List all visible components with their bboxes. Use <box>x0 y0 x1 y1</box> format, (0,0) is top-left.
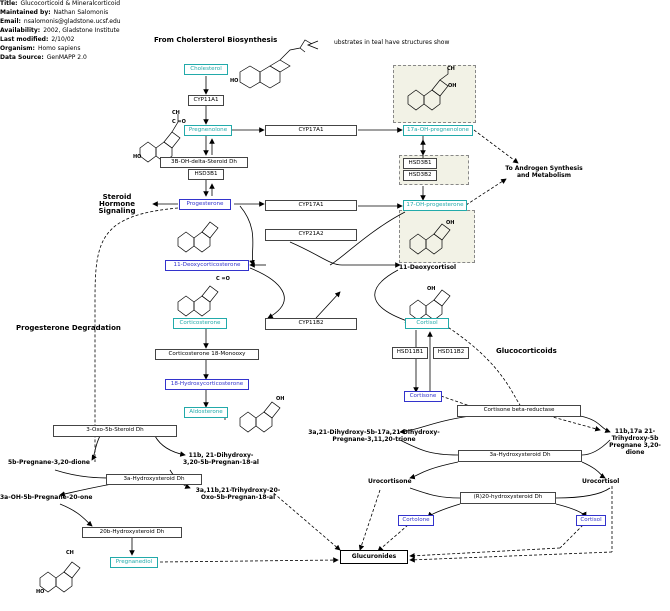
node-cyp17a1-top[interactable]: CYP17A1 <box>265 125 357 136</box>
hydroxypregnanone-label: 3a-OH-5b-Pregnane-20-one <box>0 494 93 501</box>
structure-panel-17a-oh-pregnenolone <box>393 65 476 123</box>
node-hsd3b1-right[interactable]: HSD3B1 <box>403 158 437 169</box>
androgen-label: To Androgen Synthesis and Metabolism <box>505 165 583 179</box>
node-11-deoxycorticosterone[interactable]: 11-Deoxycorticosterone <box>165 260 249 271</box>
cortisone-reduction-label: 3a,21-Dihydroxy-5b-17a,21-Dihydroxy-Preg… <box>308 429 440 443</box>
node-cortisone[interactable]: Cortisone <box>404 391 442 402</box>
struct-ch-2: CH <box>447 66 455 72</box>
struct-oh-2: OH <box>446 220 455 226</box>
node-pregnenolone[interactable]: Pregnenolone <box>184 125 232 136</box>
node-corticosterone[interactable]: Corticosterone <box>173 318 227 329</box>
node-progesterone[interactable]: Progesterone <box>179 199 231 210</box>
chevron-left-icon <box>306 40 320 50</box>
urocortisol-label: Urocortisol <box>582 478 620 485</box>
node-cortisol[interactable]: Cortisol <box>405 318 449 329</box>
node-cyp17a1-mid[interactable]: CYP17A1 <box>265 200 357 211</box>
node-3-oxo-5b-steroid-dh[interactable]: 3-Oxo-5b-Steroid Dh <box>53 425 177 437</box>
struct-ch-3: CH <box>66 550 74 556</box>
deoxycortisol-label: 11-Deoxycortisol <box>399 264 457 271</box>
struct-ho-2: HO <box>133 154 142 160</box>
node-cortolone[interactable]: Cortolone <box>398 515 434 526</box>
struct-oh-3: OH <box>427 286 436 292</box>
urocortisone-label: Urocortisone <box>368 478 412 485</box>
node-hsd3b2-right[interactable]: HSD3B2 <box>403 170 437 181</box>
struct-ho: HO <box>230 78 239 84</box>
node-17a-oh-pregnenolone[interactable]: 17a-OH-pregnenolone <box>403 125 473 136</box>
struct-oh: OH <box>448 83 457 89</box>
struct-oh-4: OH <box>276 396 285 402</box>
struct-ch: CH <box>172 110 180 116</box>
node-cortisone-beta-reductase[interactable]: Cortisone beta-reductase <box>457 405 581 417</box>
node-glucuronides[interactable]: Glucuronides <box>340 550 408 564</box>
struct-co-2: C =O <box>216 276 230 282</box>
node-hsd11b1[interactable]: HSD11B1 <box>392 347 428 359</box>
node-cyp11b2[interactable]: CYP11B2 <box>265 318 357 330</box>
node-hsd3b1[interactable]: HSD3B1 <box>188 169 224 180</box>
node-3a-hydroxysteroid-dh-left[interactable]: 3a-Hydroxysteroid Dh <box>106 474 202 485</box>
dihydroxy-label: 11b, 21-Dihydroxy-3,20-5b-Pregnan-18-al <box>182 452 259 466</box>
trihydroxy-right-label: 11b,17a 21-Trihydroxy-5b Pregnane 3,20-d… <box>609 428 661 456</box>
header-modified: Last modified:2/10/02 <box>0 36 75 43</box>
node-pregnanediol[interactable]: Pregnanediol <box>110 557 158 568</box>
node-cyp21a2[interactable]: CYP21A2 <box>265 229 357 241</box>
steroid-signaling-label: Steroid Hormone Signaling <box>98 193 136 215</box>
node-cyp11a1[interactable]: CYP11A1 <box>188 95 224 106</box>
node-r20-hydroxysteroid-dh[interactable]: (R)20-hydroxysteroid Dh <box>460 492 556 504</box>
struct-ho-3: HO <box>36 589 45 595</box>
header-source: Data Source:GenMAPP 2.0 <box>0 54 87 61</box>
node-18-hydroxycorticosterone[interactable]: 18-Hydroxycorticosterone <box>165 379 249 390</box>
pregnanedione-label: 5b-Pregnane-3,20-dione <box>8 459 90 466</box>
node-hsd11b2[interactable]: HSD11B2 <box>433 347 469 359</box>
header-title: Title:Glucocorticoid & Mineralcorticoid <box>0 0 121 7</box>
struct-co: C =O <box>172 119 186 125</box>
trihydroxy-label: 3a,11b,21-Trihydroxy-20-Oxo-5b-Pregnan-1… <box>195 487 281 501</box>
glucocorticoids-label: Glucocorticoids <box>496 347 557 355</box>
node-aldosterone[interactable]: Aldosterone <box>184 407 228 418</box>
node-cortisol-2[interactable]: Cortisol <box>576 515 606 526</box>
node-cholesterol[interactable]: Cholesterol <box>184 64 228 75</box>
node-3b-oh-delta-steroid-dh[interactable]: 3B-OH-delta-Steroid Dh <box>160 157 248 168</box>
header-email: Email:nsalomonis@gladstone.ucsf.edu <box>0 18 121 25</box>
node-3a-hydroxysteroid-dh-right[interactable]: 3a-Hydroxysteroid Dh <box>458 450 582 462</box>
node-corticosterone-18-monooxy[interactable]: Corticosterone 18-Monooxy <box>155 349 259 360</box>
header-maintainer: Maintained by:Nathan Salomonis <box>0 9 109 16</box>
node-20b-hydroxysteroid-dh[interactable]: 20b-Hydroxysteroid Dh <box>82 527 182 538</box>
from-cholesterol-label: From Cholersterol Biosynthesis <box>154 36 278 44</box>
node-17-oh-progesterone[interactable]: 17-OH-progesterone <box>403 200 467 211</box>
header-availability: Availability:2002, Gladstone Institute <box>0 27 120 34</box>
header-organism: Organism:Homo sapiens <box>0 45 81 52</box>
teal-note-label: ubstrates in teal have structures show <box>334 39 450 46</box>
progesterone-degradation-label: Progesterone Degradation <box>16 324 121 332</box>
